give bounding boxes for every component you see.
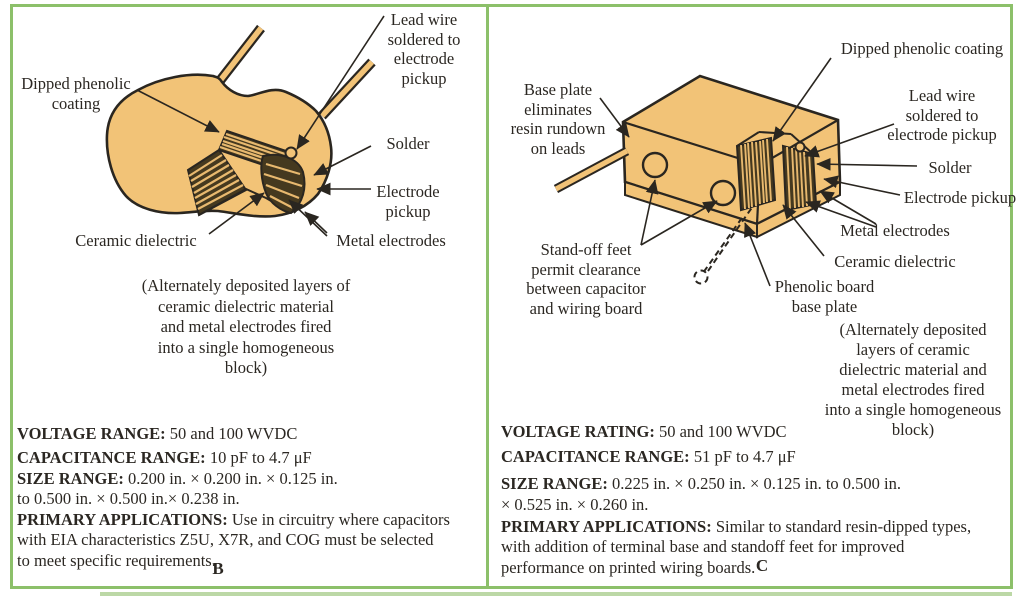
label-metal-electrodes-c: Metal electrodes [840, 221, 950, 240]
spec-voltage-range-b: VOLTAGE RANGE: 50 and 100 WVDC [17, 403, 485, 444]
standoff-foot-right-c [709, 179, 737, 207]
spec-capacitance-range-c-label: CAPACITANCE RANGE: [501, 446, 690, 466]
spec-voltage-range-b-label: VOLTAGE RANGE: [17, 423, 166, 443]
label-standoff-feet-c: Stand-off feet permit clearance between … [526, 240, 646, 318]
callout-arrows-b [136, 15, 385, 237]
panel-divider [486, 4, 489, 589]
label-solder-b: Solder [386, 134, 430, 153]
lead-wire-left-c [553, 147, 630, 193]
label-dipped-phenolic-coating-c: Dipped phenolic coating [840, 39, 1004, 58]
capacitor-c-illustration [553, 57, 918, 287]
solder-ball-b [284, 146, 298, 160]
label-electrode-pickup-c: Electrode pickup [903, 188, 1017, 207]
spec-voltage-rating-c-value: 50 and 100 WVDC [654, 421, 787, 441]
label-base-plate-c: Base plate eliminates resin rundown on l… [510, 80, 606, 158]
spec-capacitance-range-b-label: CAPACITANCE RANGE: [17, 447, 206, 467]
spec-primary-applications-c: PRIMARY APPLICATIONS: Similar to standar… [501, 496, 1021, 578]
electrode-pickup-end-b [260, 153, 306, 215]
label-lead-wire-c: Lead wire soldered to electrode pickup [887, 86, 997, 144]
electrode-layers-front-c [735, 136, 777, 212]
spec-capacitance-range-c-value: 51 pF to 4.7 μF [689, 446, 796, 466]
spec-voltage-range-b-value: 50 and 100 WVDC [165, 423, 298, 443]
spec-size-range-c-label: SIZE RANGE: [501, 473, 608, 493]
standoff-foot-left-c [641, 151, 669, 179]
label-ceramic-dielectric-b: Ceramic dielectric [75, 231, 197, 250]
figure-letter-b: B [212, 559, 224, 578]
label-lead-wire-b: Lead wire soldered to electrode pickup [387, 10, 461, 88]
next-figure-edge [100, 592, 1012, 596]
caption-homogeneous-block-b: (Alternately deposited layers of ceramic… [141, 276, 351, 377]
electrode-pickup-end-c [781, 144, 818, 212]
label-electrode-pickup-b: Electrode pickup [376, 182, 440, 221]
spec-size-range-c-value: 0.225 in. × 0.250 in. × 0.125 in. to 0.5… [501, 473, 901, 515]
spec-size-range-b-label: SIZE RANGE: [17, 468, 124, 488]
solder-ball-c [794, 141, 806, 153]
spec-size-range-b: SIZE RANGE: 0.200 in. × 0.200 in. × 0.12… [17, 448, 485, 510]
caption-homogeneous-block-c: (Alternately deposited layers of ceramic… [824, 320, 1002, 439]
spec-capacitance-range-b-value: 10 pF to 4.7 μF [205, 447, 312, 467]
label-ceramic-dielectric-c: Ceramic dielectric [834, 252, 956, 271]
spec-primary-applications-b-value: Use in circuitry where capacitors with E… [17, 509, 450, 570]
hidden-lead-dashed-c [693, 205, 754, 285]
spec-size-range-b-value: 0.200 in. × 0.200 in. × 0.125 in. to 0.5… [17, 468, 338, 509]
spec-capacitance-range-c: CAPACITANCE RANGE: 51 pF to 4.7 μF [501, 426, 1016, 467]
electrode-layers-left-b [186, 148, 248, 217]
spec-size-range-c: SIZE RANGE: 0.225 in. × 0.250 in. × 0.12… [501, 451, 1021, 516]
spec-voltage-rating-c: VOLTAGE RATING: 50 and 100 WVDC [501, 401, 1016, 442]
spec-primary-applications-b-label: PRIMARY APPLICATIONS: [17, 509, 228, 529]
lead-wires-b [215, 24, 376, 120]
spec-capacitance-range-b: CAPACITANCE RANGE: 10 pF to 4.7 μF [17, 427, 485, 468]
label-dipped-phenolic-coating-b: Dipped phenolic coating [21, 74, 131, 113]
spec-primary-applications-c-value: Similar to standard resin-dipped types, … [501, 516, 972, 577]
spec-primary-applications-b: PRIMARY APPLICATIONS: Use in circuitry w… [17, 489, 489, 571]
figure-letter-c: C [755, 556, 769, 575]
spec-primary-applications-c-label: PRIMARY APPLICATIONS: [501, 516, 712, 536]
capacitor-b-illustration [105, 15, 385, 237]
figure-border [10, 4, 1013, 589]
spec-voltage-rating-c-label: VOLTAGE RATING: [501, 421, 655, 441]
label-solder-c: Solder [928, 158, 972, 177]
label-metal-electrodes-b: Metal electrodes [336, 231, 446, 250]
label-phenolic-board-base-plate-c: Phenolic board base plate [774, 277, 875, 316]
callout-arrows-c [599, 57, 918, 287]
